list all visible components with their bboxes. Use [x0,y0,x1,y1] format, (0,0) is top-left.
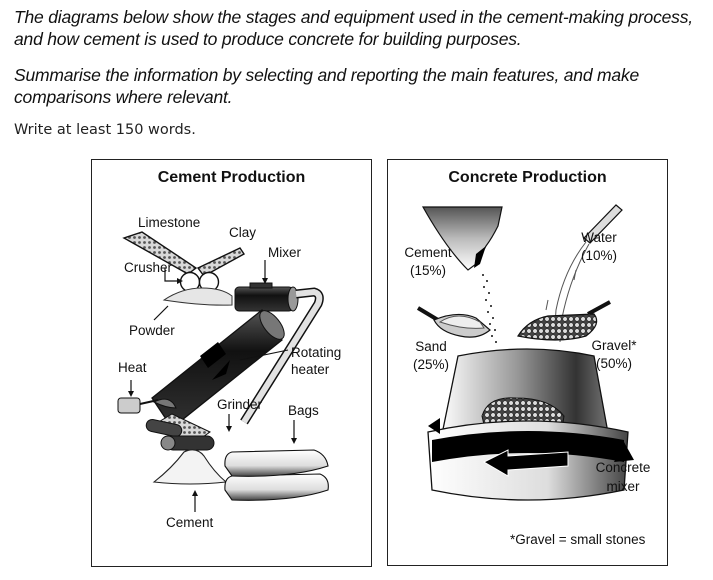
clay-hopper [196,247,246,277]
label-water-percent: (10%) [580,248,617,263]
task-instruction: Summarise the information by selecting a… [14,65,640,107]
label-bags: Bags [288,403,319,418]
limestone-hopper [122,231,198,275]
concrete-mixer [427,348,634,501]
cement-production-title: Cement Production [157,169,306,186]
powder-arrow [153,305,169,321]
task-prompt: The diagrams below show the stages and e… [14,7,693,49]
rotating-heater [151,309,289,429]
cement-bags [224,420,329,501]
sand-scoop [416,306,491,338]
concrete-production-illustration [416,204,634,501]
heat-burner [117,380,177,414]
label-grinder: Grinder [217,397,263,412]
label-concrete-mixer-line1: Concrete [595,460,651,475]
label-crusher: Crusher [124,260,173,275]
label-cement: Cement [404,245,452,260]
crusher-arrow [164,268,183,284]
label-gravel: Gravel* [591,338,637,353]
word-count-requirement: Write at least 150 words. [14,122,196,138]
cement-hopper [421,206,503,343]
powder-pile [162,287,233,306]
mixer [234,260,299,312]
label-limestone: Limestone [138,215,201,230]
grinder [145,413,232,451]
label-concrete-mixer-line2: mixer [606,479,640,494]
label-gravel-percent: (50%) [595,356,632,371]
cement-production-diagram: Cement Production [91,159,372,567]
cement-production-illustration [117,231,329,512]
label-cement-percent: (15%) [409,263,446,278]
label-water: Water [581,230,617,245]
label-rotating-heater-line1: Rotating [291,345,342,360]
label-sand: Sand [415,339,447,354]
label-rotating-heater-line2: heater [291,362,330,377]
gravel-scoop [517,300,611,341]
label-clay: Clay [229,225,257,240]
cement-pile [152,449,228,512]
label-cement: Cement [166,515,214,530]
concrete-production-diagram: Concrete Production [387,159,668,566]
label-powder: Powder [129,323,175,338]
crusher-rollers [179,271,220,293]
label-mixer: Mixer [268,245,301,260]
concrete-production-title: Concrete Production [448,169,607,186]
label-heat: Heat [118,360,147,375]
gravel-footnote: *Gravel = small stones [510,532,646,547]
label-sand-percent: (25%) [412,357,449,372]
